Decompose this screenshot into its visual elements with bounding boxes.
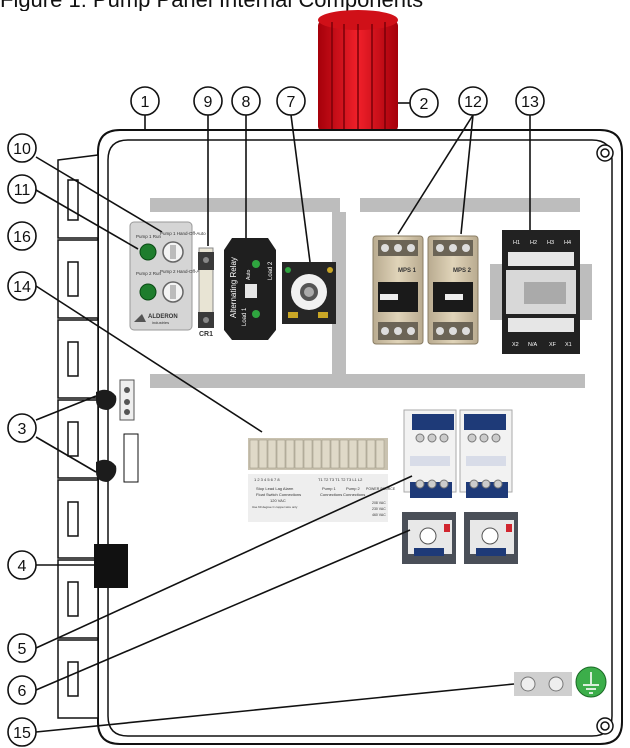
term-nums-b: T1 T2 T3 T1 T2 T3 L1 L2 [318,477,363,482]
x1-label: X1 [565,342,572,348]
v460-label: 460 VAC [372,513,386,517]
group1b-label: Float Switch Connections [256,492,301,497]
xf-label: XF [549,342,557,348]
svg-text:6: 6 [18,683,27,700]
mps2-label: MPS 2 [453,268,472,274]
callout-13: 13 [516,87,544,115]
overload-relay-2 [464,512,518,564]
led-icon [285,267,291,273]
group1d-label: Use 60 degree C copper wire only [252,505,298,509]
callout-4: 4 [8,551,36,579]
screw-icon [597,145,613,161]
h4-label: H4 [564,240,571,246]
callout-8: 8 [232,87,260,115]
svg-text:8: 8 [242,94,251,111]
auto-label: Auto [246,269,252,280]
svg-text:14: 14 [13,279,31,296]
contactor-2 [460,410,512,498]
svg-text:7: 7 [287,94,296,111]
callout-1: 1 [131,87,159,115]
callout-14: 14 [8,272,36,300]
svg-text:2: 2 [420,96,429,113]
load1-label: Load 1 [242,307,248,326]
pump1-run-label: Pump 1 Run [136,234,162,239]
v230-label: 230 VAC [372,507,386,511]
green-light-icon [140,244,156,260]
svg-text:3: 3 [18,421,27,438]
transformer: H1 H2 H3 H4 X2 N/A XF X1 [490,230,592,354]
overload-relay-1 [402,512,456,564]
load2-label: Load 2 [268,261,274,280]
seal-off-box [94,544,128,588]
callout-6: 6 [8,676,36,704]
led-icon [252,310,260,318]
svg-text:15: 15 [13,725,31,742]
hinges [58,155,98,718]
mps1: MPS 1 [373,236,423,344]
alternating-relay: Alternating Relay Load 2 Load 1 Auto [224,238,276,340]
svg-text:10: 10 [13,141,31,158]
svg-text:16: 16 [13,229,31,246]
svg-text:9: 9 [204,94,213,111]
mps1-label: MPS 1 [398,268,417,274]
led-icon [252,260,260,268]
callout-12: 12 [459,87,487,115]
h3-label: H3 [547,240,554,246]
stack-light [318,10,398,132]
timer-selector [282,262,336,324]
svg-text:1: 1 [141,94,150,111]
mps2: MPS 2 [428,236,478,344]
v208-label: 208 VAC [372,501,386,505]
relay-title: Alternating Relay [229,257,238,318]
green-light-icon [140,284,156,300]
group3b-label: Connections [343,492,365,497]
callout-7: 7 [277,87,305,115]
h2-label: H2 [530,240,537,246]
group1-label: Stop Lead Lag Alarm [256,486,294,491]
contactor-1 [404,410,456,498]
x2-label: X2 [512,342,519,348]
callout-15: 15 [8,718,36,746]
callout-2: 2 [410,89,438,117]
svg-text:12: 12 [464,94,482,111]
led-icon [327,267,333,273]
terminal-strip: 1 2 3 4 5 6 7 8 T1 T2 T3 T1 T2 T3 L1 L2 … [248,438,396,522]
group1c-label: 120 VAC [270,498,286,503]
callout-11: 11 [8,175,36,203]
na-label: N/A [528,342,538,348]
svg-text:11: 11 [14,182,31,199]
callout-5: 5 [8,634,36,662]
group2-label: Pump 1 [322,486,337,491]
screw-icon [597,718,613,734]
svg-text:5: 5 [18,641,27,658]
callout-3: 3 [8,414,36,442]
callout-10: 10 [8,134,36,162]
callout-16: 16 [8,222,36,250]
svg-text:13: 13 [521,94,539,111]
group2b-label: Connections [320,492,342,497]
callout-9: 9 [194,87,222,115]
pump1-hoa-label: Pump 1 Hand-Off-Auto [160,231,206,236]
cr1-label: CR1 [199,331,213,338]
brand-sub-label: industries [152,320,169,325]
group3-label: Pump 2 [346,486,361,491]
pump2-run-label: Pump 2 Run [136,271,162,276]
term-nums-a: 1 2 3 4 5 6 7 8 [254,477,280,482]
control-relay-cr1: CR1 [198,248,214,338]
h1-label: H1 [513,240,520,246]
svg-text:4: 4 [18,558,27,575]
